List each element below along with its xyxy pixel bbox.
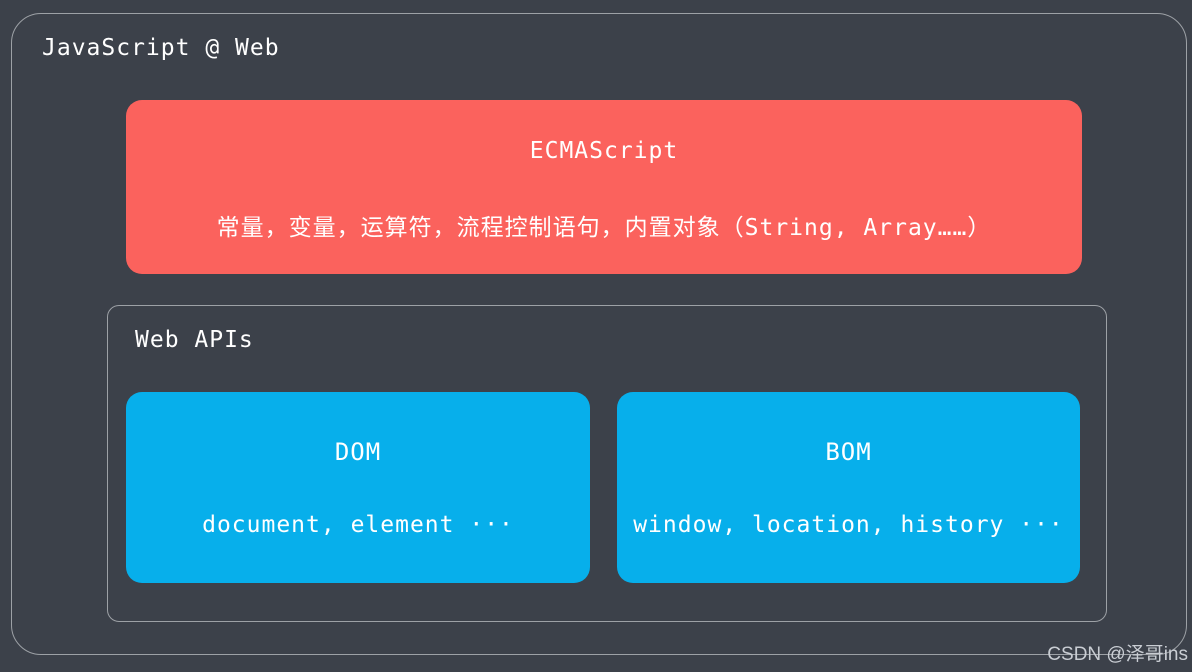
dom-title: DOM (334, 438, 382, 466)
web-apis-title: Web APIs (135, 327, 254, 353)
bom-box: BOM window, location, history ··· (617, 392, 1080, 583)
javascript-web-frame (11, 13, 1187, 655)
csdn-watermark: CSDN @泽哥ins (1047, 644, 1188, 665)
bom-items: window, location, history ··· (633, 512, 1064, 538)
ecmascript-box: ECMAScript 常量，变量，运算符，流程控制语句，内置对象（String,… (126, 100, 1082, 274)
bom-title: BOM (825, 438, 872, 466)
dom-items: document, element ··· (202, 512, 514, 538)
web-apis-frame (107, 305, 1107, 622)
ecmascript-title: ECMAScript (529, 138, 679, 164)
dom-box: DOM document, element ··· (126, 392, 590, 583)
ecmascript-description: 常量，变量，运算符，流程控制语句，内置对象（String, Array……） (216, 215, 992, 241)
diagram-title: JavaScript @ Web (42, 35, 280, 61)
